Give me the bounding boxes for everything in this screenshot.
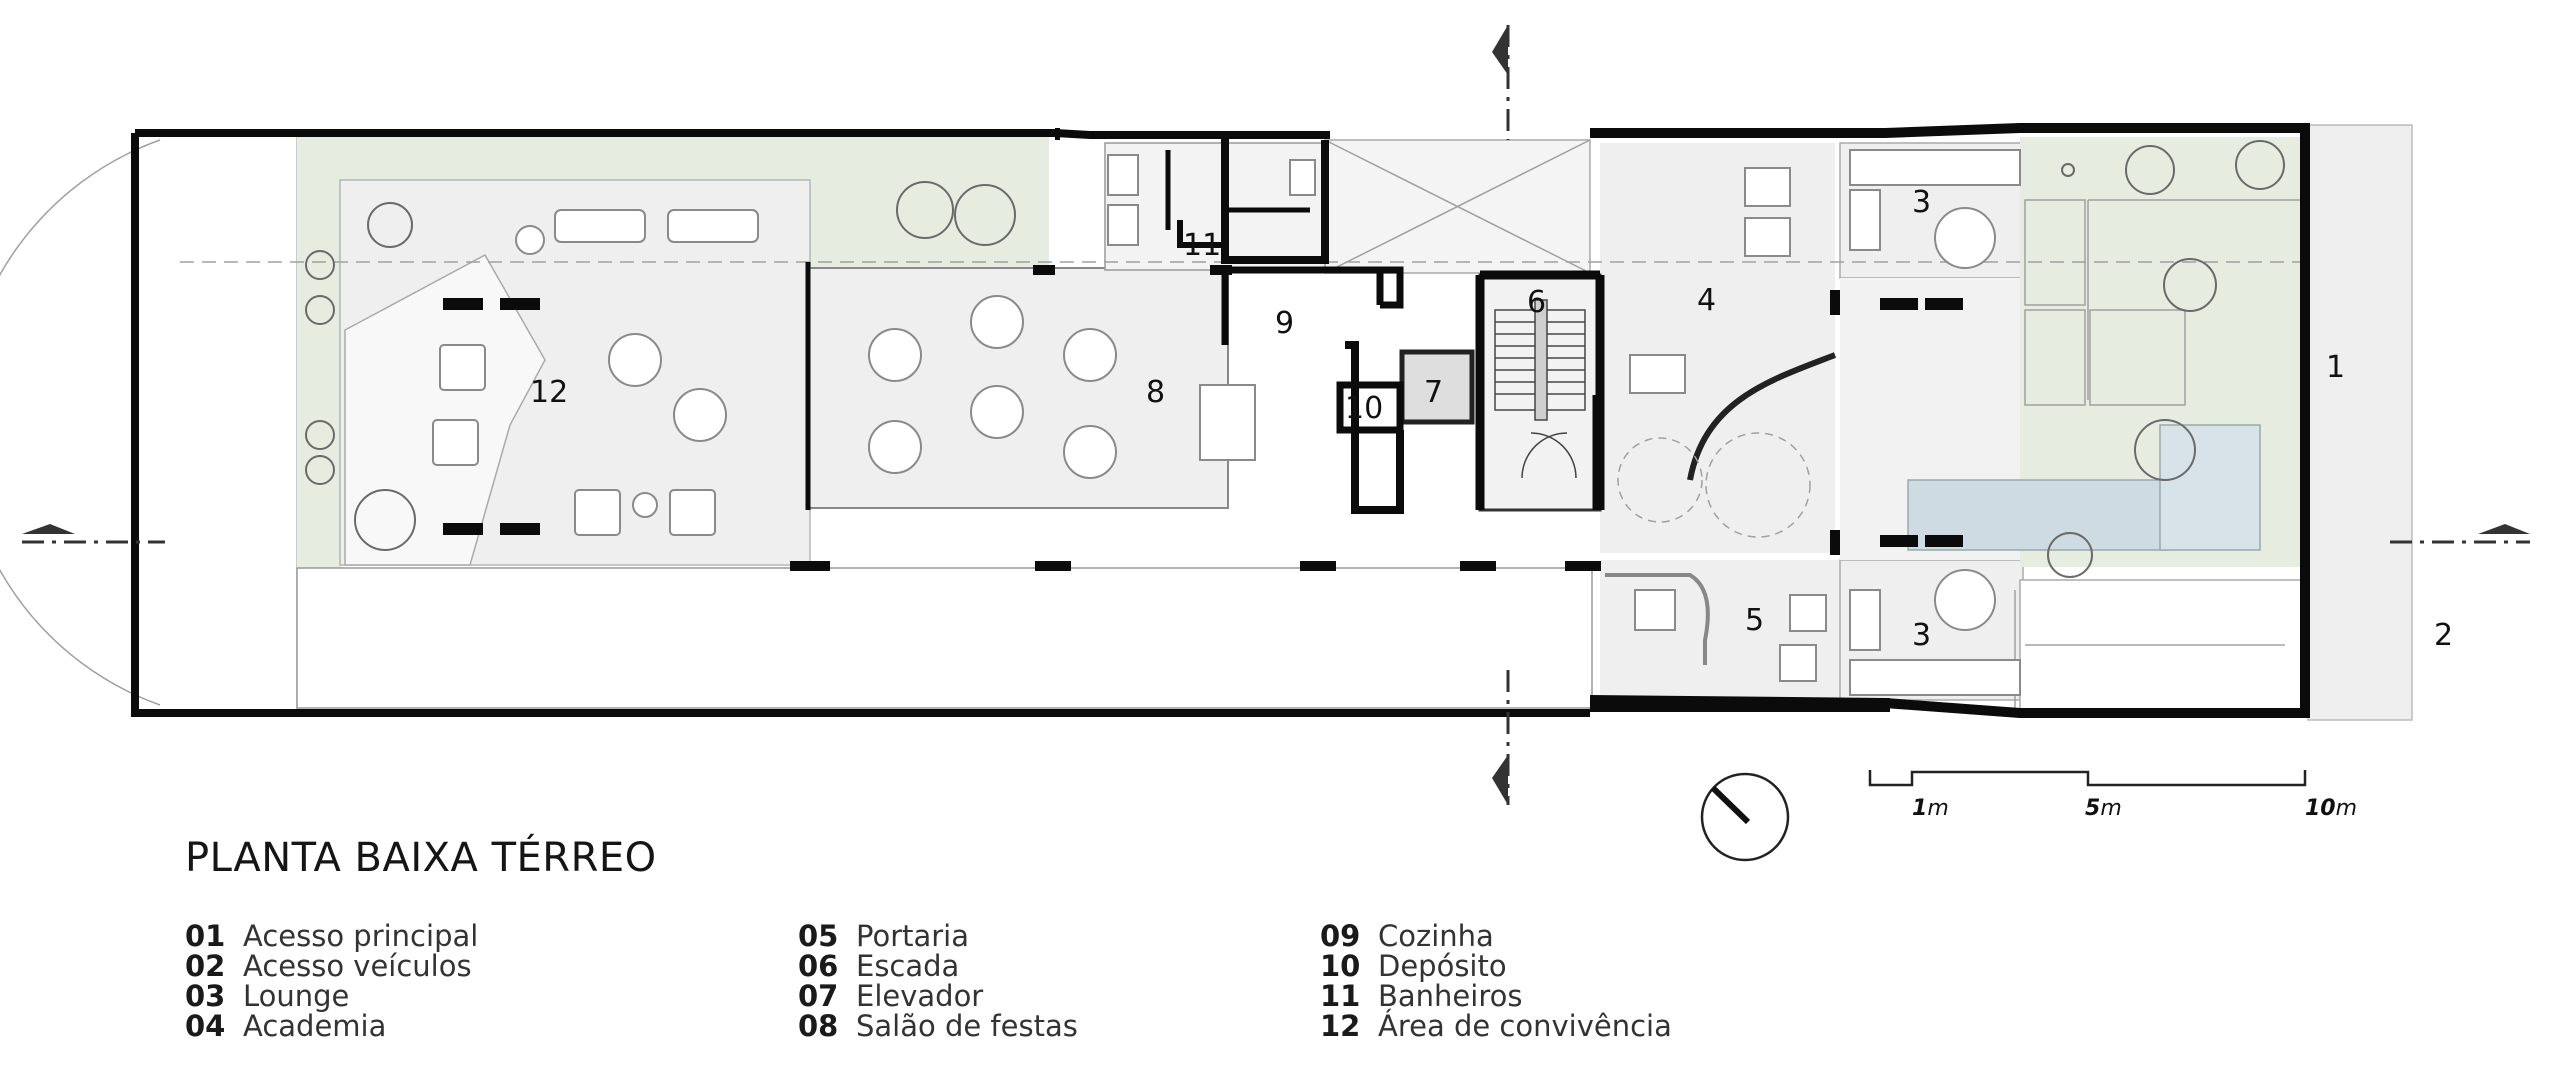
scale-bar xyxy=(1868,770,2307,787)
plants xyxy=(305,140,2285,578)
room-label-4: 4 xyxy=(1697,283,1716,318)
scale-mark-10: 10m xyxy=(2305,796,2357,821)
section-markers xyxy=(22,25,2530,805)
floor-zones xyxy=(136,124,2413,721)
salao-tables xyxy=(868,295,1117,479)
room-label-10: 10 xyxy=(1345,391,1383,426)
garden-strip-left xyxy=(297,180,342,570)
lot-left-floor xyxy=(136,134,298,711)
north-arrow-icon xyxy=(1700,772,1790,862)
academia-floor xyxy=(1600,143,1835,553)
room-label-3-top: 3 xyxy=(1912,185,1931,220)
elevator-floor xyxy=(1399,349,1475,425)
entrance-strip xyxy=(2307,124,2413,721)
scale-mark-5: 5m xyxy=(2085,796,2122,821)
room-label-8: 8 xyxy=(1146,375,1165,410)
room-label-11: 11 xyxy=(1183,228,1221,263)
room-label-1: 1 xyxy=(2326,350,2345,385)
pillars xyxy=(443,128,1963,571)
pool-right xyxy=(2159,424,2261,551)
room-label-5: 5 xyxy=(1745,603,1764,638)
stairs xyxy=(1494,299,1586,479)
room-labels: 1 2 3 3 4 5 6 7 8 9 10 11 12 xyxy=(530,185,2453,653)
room-label-7: 7 xyxy=(1424,375,1443,410)
room-label-12: 12 xyxy=(530,375,568,410)
room-label-6: 6 xyxy=(1527,285,1546,320)
room-label-2: 2 xyxy=(2434,618,2453,653)
walls xyxy=(131,123,2310,718)
ramp-lane xyxy=(296,567,1593,709)
convivencia-tables xyxy=(515,225,727,518)
furniture xyxy=(432,149,2021,696)
banheiros-floor xyxy=(1104,142,1326,271)
room-label-3-bottom: 3 xyxy=(1912,618,1931,653)
plan-title: PLANTA BAIXA TÉRREO xyxy=(185,835,657,881)
room-label-9: 9 xyxy=(1275,306,1294,341)
scale-mark-1: 1m xyxy=(1912,796,1949,821)
convivencia-deck xyxy=(344,253,546,566)
